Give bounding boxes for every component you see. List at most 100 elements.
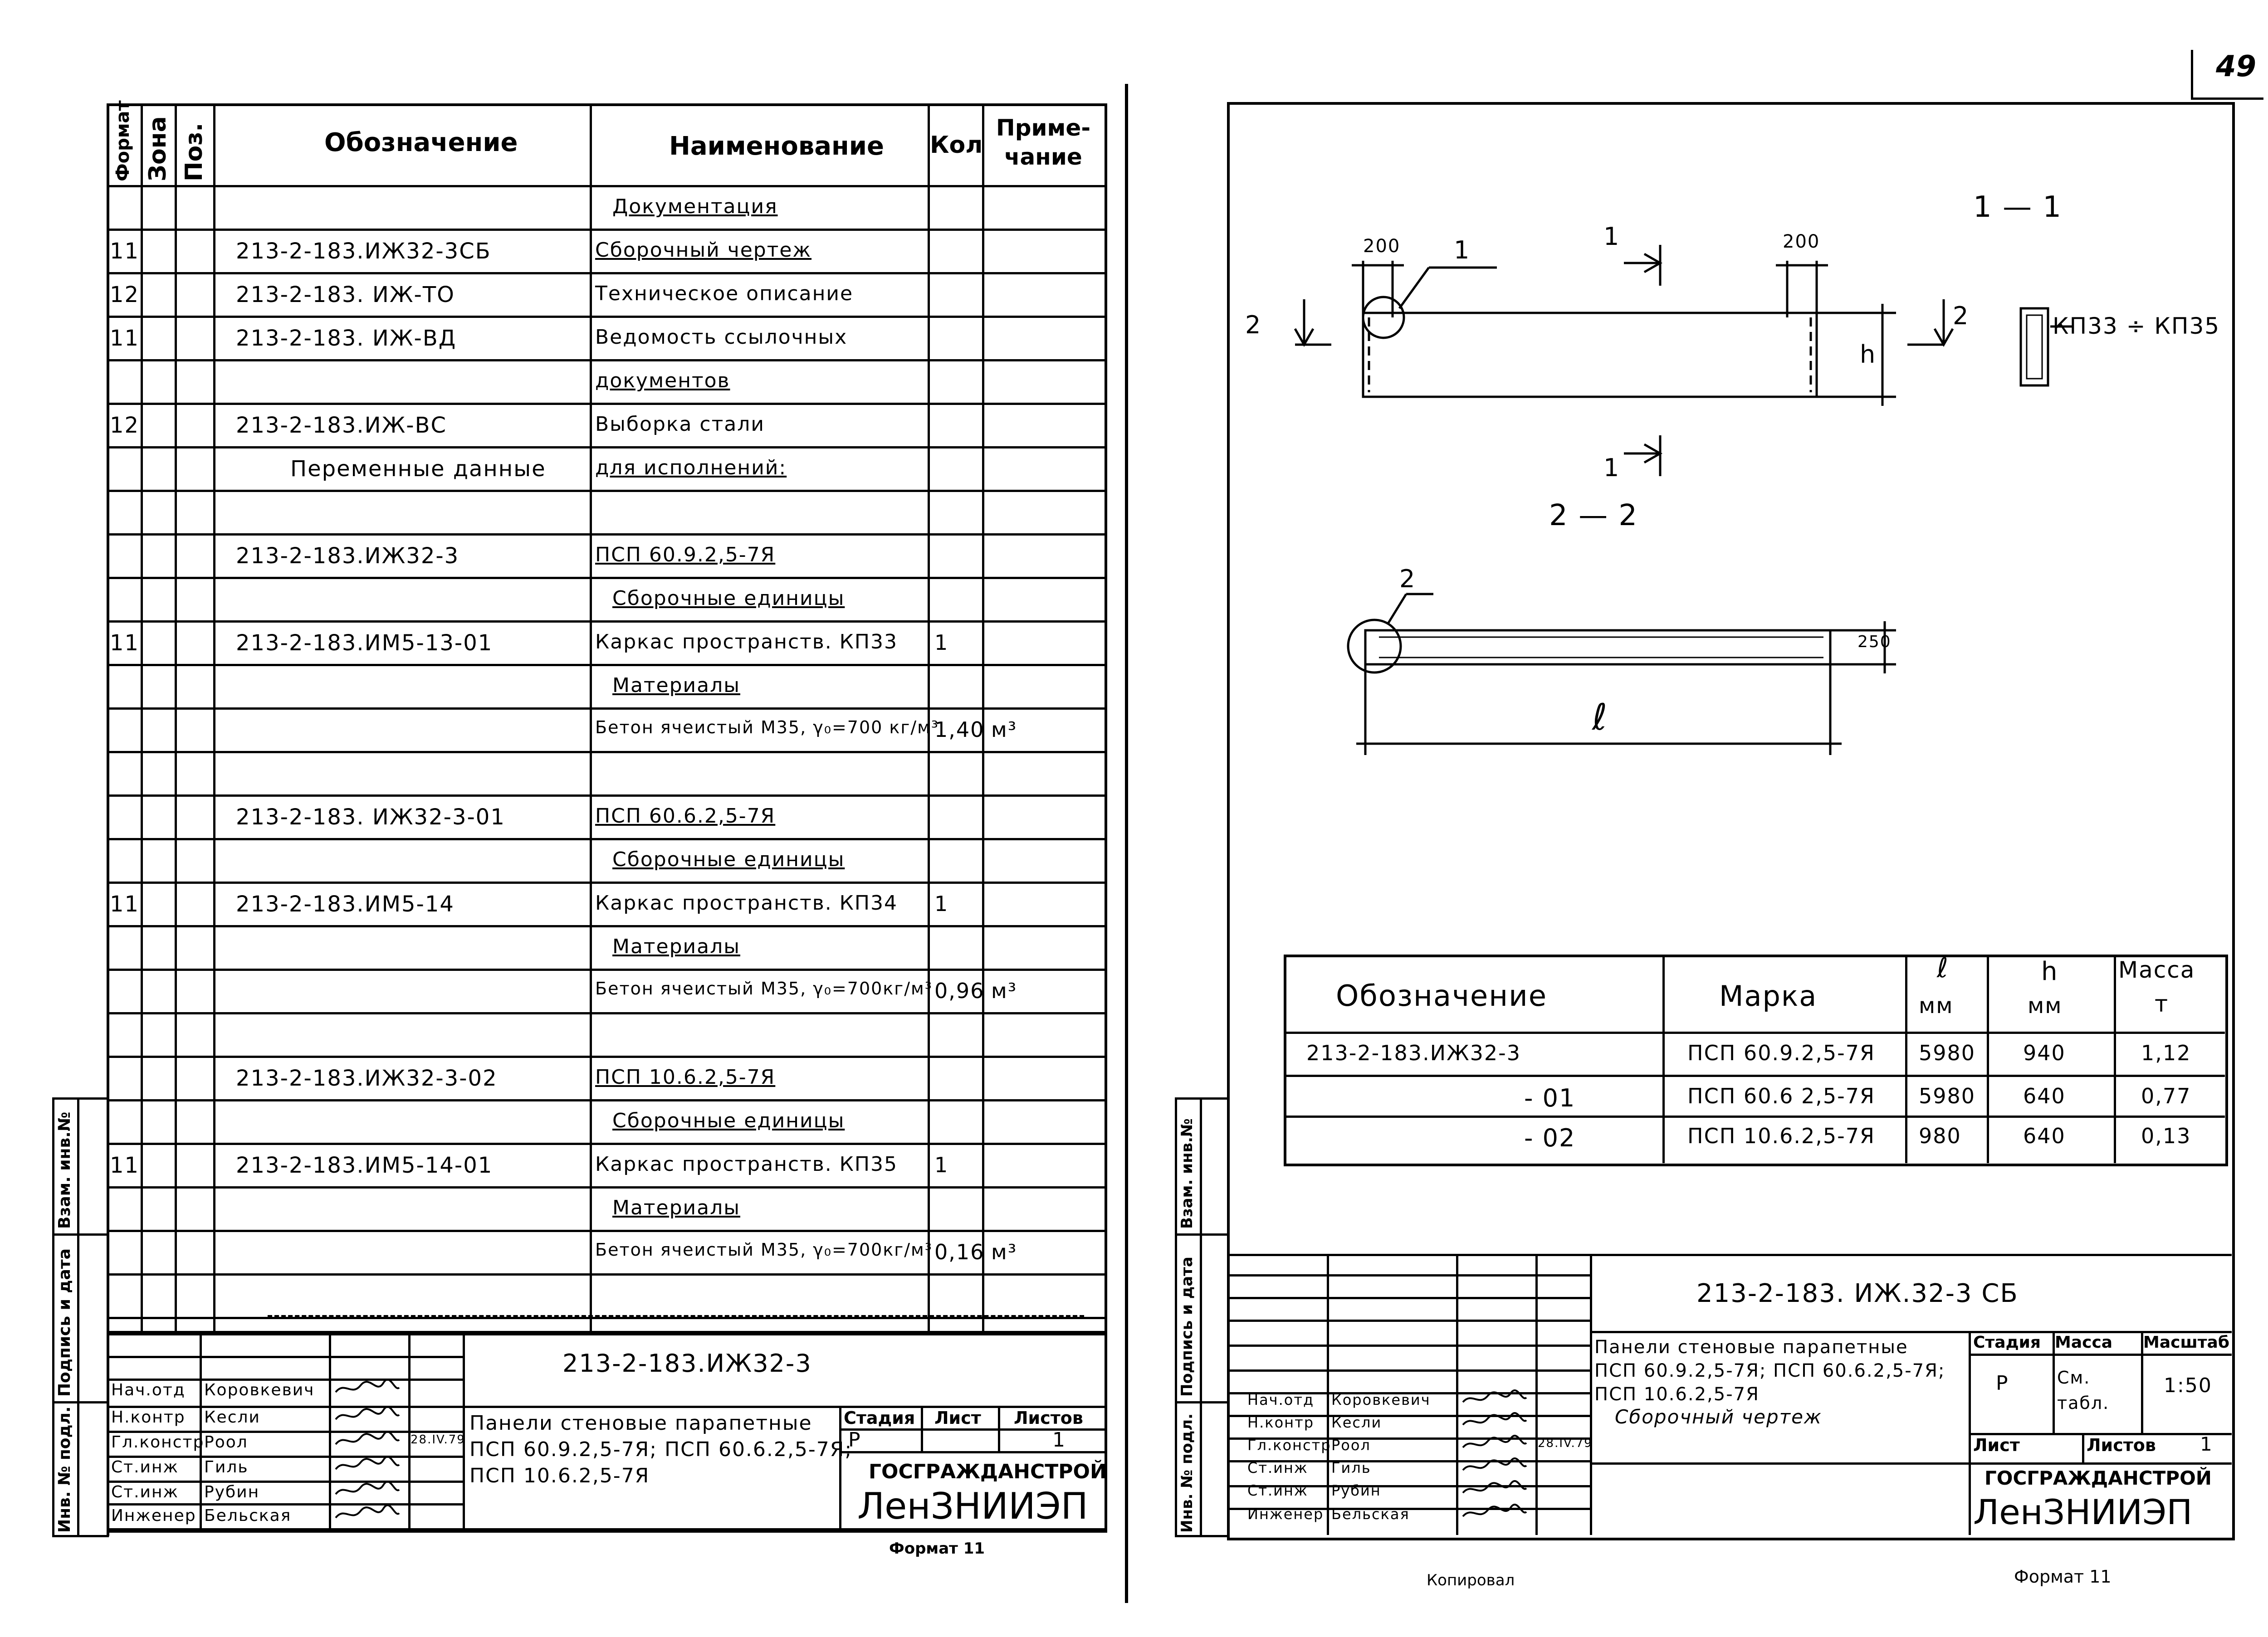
spec-row-divider bbox=[107, 620, 1105, 623]
handwritten-signature bbox=[1461, 1480, 1529, 1499]
vt-cell-h: 640 bbox=[2023, 1084, 2066, 1108]
spec-row-divider bbox=[107, 403, 1105, 405]
spec-cell-name: Каркас пространств. КП34 bbox=[595, 892, 898, 915]
right-side-vzam: Взам. инв.№ bbox=[1178, 1118, 1196, 1229]
handwritten-signature bbox=[333, 1379, 401, 1399]
cut-2-right: 2 bbox=[1953, 302, 1970, 330]
right-frame bbox=[1227, 102, 2235, 1540]
right-side-inv: Инв. № подл. bbox=[1178, 1413, 1196, 1533]
signer-role: Н.контр bbox=[111, 1408, 186, 1427]
spec-cell-qty: 0,16 bbox=[934, 1240, 985, 1264]
spec-row-divider bbox=[107, 490, 1105, 492]
vt-cell-h: 640 bbox=[2023, 1124, 2066, 1148]
right-mass-value: См. табл. bbox=[2057, 1368, 2110, 1413]
right-mass-label: Масса bbox=[2055, 1333, 2113, 1352]
handwritten-signature bbox=[1461, 1412, 1529, 1431]
spec-row-divider bbox=[107, 751, 1105, 753]
header-designation: Обозначение bbox=[324, 128, 518, 157]
dim-h: h bbox=[1860, 340, 1877, 369]
spec-cell-name: Сборочные единицы bbox=[612, 587, 845, 610]
vt-header-mark: Марка bbox=[1719, 979, 1818, 1013]
signer-role: Нач.отд bbox=[111, 1381, 186, 1399]
spec-row-divider bbox=[107, 882, 1105, 884]
signer-date: 28.IV.79 bbox=[1538, 1437, 1593, 1450]
variant-table bbox=[1284, 955, 2228, 1166]
right-stage-label: Стадия bbox=[1973, 1333, 2041, 1352]
right-sheets-label: Листов bbox=[2087, 1435, 2156, 1455]
vt-cell-h: 940 bbox=[2023, 1041, 2066, 1065]
spec-cell-note: м³ bbox=[991, 1240, 1017, 1264]
handwritten-signature bbox=[1461, 1504, 1529, 1523]
spec-cell-name: ПСП 60.6.2,5-7Я bbox=[595, 804, 776, 828]
signer-name: Кесли bbox=[204, 1408, 260, 1427]
left-sheet-label: Лист bbox=[934, 1408, 981, 1428]
spec-row-divider bbox=[107, 446, 1105, 448]
left-format-note: Формат 11 bbox=[889, 1540, 985, 1558]
left-stage-value: Р bbox=[848, 1428, 861, 1452]
left-stage-label: Стадия bbox=[844, 1408, 915, 1428]
dim-250: 250 bbox=[1857, 633, 1892, 651]
signer-name: Коровкевич bbox=[1331, 1391, 1431, 1408]
signer-name: Рубин bbox=[1331, 1482, 1381, 1499]
spec-cell-qty: 1,40 bbox=[934, 717, 985, 742]
signer-role: Гл.констр bbox=[1247, 1437, 1331, 1454]
signer-name: Гиль bbox=[204, 1458, 249, 1476]
signer-role: Ст.инж bbox=[111, 1483, 179, 1501]
vt-cell-designation: - 02 bbox=[1524, 1124, 1576, 1152]
right-org1: ГОСГРАЖДАНСТРОЙ bbox=[1984, 1467, 2212, 1489]
spec-row-divider bbox=[107, 925, 1105, 927]
vt-cell-l: 980 bbox=[1919, 1124, 1961, 1148]
spec-cell-name: Техническое описание bbox=[595, 282, 854, 305]
vt-header-l: ℓ bbox=[1937, 952, 1949, 984]
signer-role: Инженер bbox=[111, 1506, 196, 1525]
spec-row-divider bbox=[107, 1143, 1105, 1145]
spec-row-divider bbox=[107, 1012, 1105, 1014]
vt-cell-mass: 0,77 bbox=[2141, 1084, 2191, 1108]
left-spec-frame bbox=[107, 103, 1107, 1533]
right-title-code: 213-2-183. ИЖ.32-3 СБ bbox=[1696, 1279, 2019, 1308]
handwritten-signature bbox=[333, 1481, 401, 1501]
spec-cell-designation: 213-2-183.ИЖ32-3-02 bbox=[236, 1066, 498, 1091]
signer-name: Рубин bbox=[204, 1483, 260, 1501]
spec-cell-name: документов bbox=[595, 369, 730, 392]
spec-cell-name: Документация bbox=[612, 195, 778, 218]
spec-row-divider bbox=[107, 838, 1105, 840]
handwritten-signature bbox=[333, 1431, 401, 1451]
signer-role: Инженер bbox=[1247, 1505, 1324, 1523]
right-scale-label: Масштаб bbox=[2143, 1333, 2229, 1352]
cut-2-left: 2 bbox=[1245, 311, 1262, 339]
spec-row-divider bbox=[107, 794, 1105, 797]
spec-cell-qty: 1 bbox=[934, 1153, 949, 1177]
spec-cell-format: 11 bbox=[110, 239, 140, 264]
signer-date: 28.IV.79 bbox=[411, 1433, 465, 1447]
vt-cell-l: 5980 bbox=[1919, 1041, 1976, 1065]
right-stage-value: Р bbox=[1996, 1372, 2009, 1395]
spec-cell-designation: 213-2-183.ИЖ-ВС bbox=[236, 413, 447, 438]
spec-cell-name: Выборка стали bbox=[595, 413, 765, 436]
spec-cell-note: м³ bbox=[991, 717, 1017, 742]
vt-cell-designation: 213-2-183.ИЖ32-3 bbox=[1306, 1041, 1521, 1065]
spec-cell-name: Материалы bbox=[612, 1196, 740, 1219]
spec-cell-name: Сборочный чертеж bbox=[595, 239, 812, 262]
spec-row-divider bbox=[107, 1056, 1105, 1058]
panel-elevation bbox=[1362, 312, 1818, 398]
spec-cell-qty: 1 bbox=[934, 892, 949, 916]
header-note: Приме- чание bbox=[996, 115, 1091, 170]
signer-name: Роол bbox=[204, 1433, 248, 1452]
callout-2: 2 bbox=[1399, 565, 1416, 593]
spec-cell-name: Материалы bbox=[612, 674, 740, 697]
left-sheets-value: 1 bbox=[1052, 1428, 1066, 1452]
spec-cell-name: ПСП 10.6.2,5-7Я bbox=[595, 1066, 776, 1089]
right-title-subtitle: Сборочный чертеж bbox=[1615, 1406, 1822, 1428]
spec-cell-designation: 213-2-183. ИЖ-ТО bbox=[236, 282, 455, 307]
right-sheet-label: Лист bbox=[1973, 1435, 2020, 1455]
spec-cell-name: ПСП 60.9.2,5-7Я bbox=[595, 543, 776, 566]
cut-1-bottom: 1 bbox=[1603, 453, 1620, 482]
section-2-label: 2 — 2 bbox=[1549, 499, 1638, 532]
signer-role: Н.контр bbox=[1247, 1414, 1315, 1431]
left-title-text: Панели стеновые парапетные ПСП 60.9.2,5-… bbox=[469, 1412, 853, 1487]
spec-cell-qty: 0,96 bbox=[934, 979, 985, 1003]
spec-cell-designation: Переменные данные bbox=[290, 456, 546, 482]
spec-cell-name: Бетон ячеистый М35, γ₀=700кг/м³ bbox=[595, 979, 933, 999]
spec-row-divider bbox=[107, 316, 1105, 318]
